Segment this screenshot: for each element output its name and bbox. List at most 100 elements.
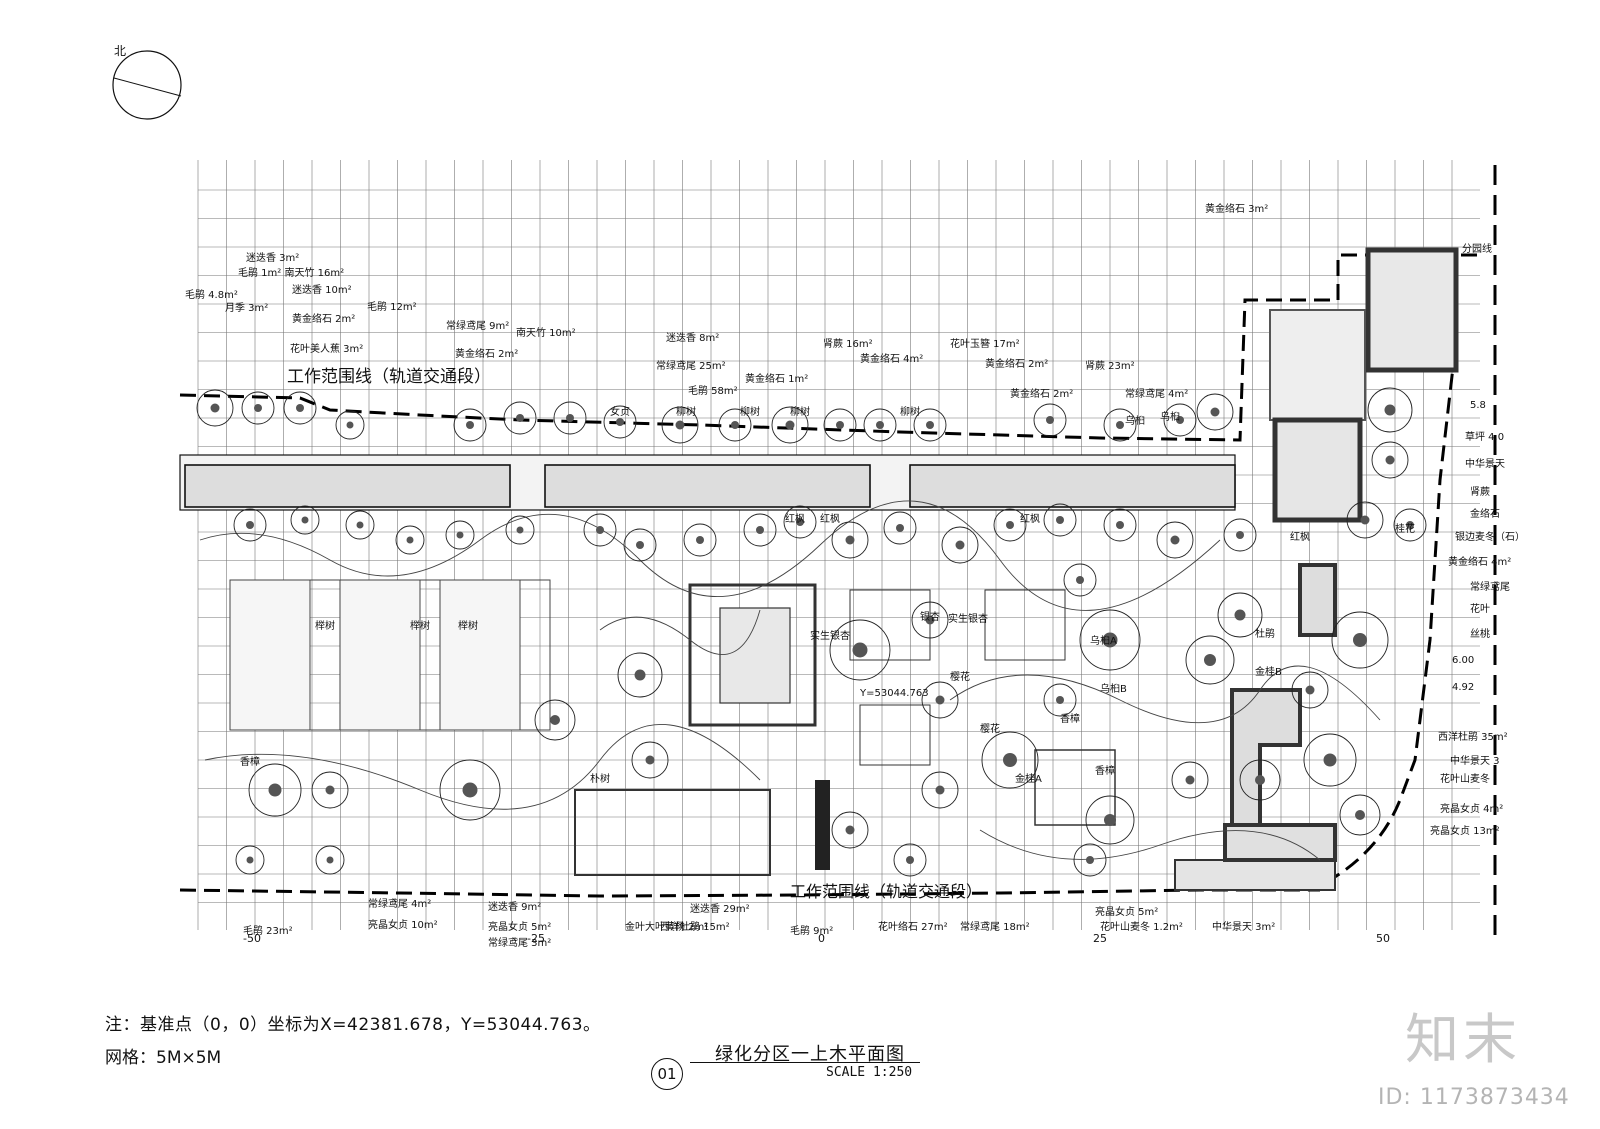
tree-symbol bbox=[534, 699, 576, 741]
tree-symbol bbox=[283, 391, 317, 425]
tree-trunk bbox=[852, 642, 868, 658]
tree-trunk bbox=[1385, 455, 1395, 465]
plant-label: 榉树 bbox=[315, 621, 335, 632]
plant-label: 常绿鸢尾 18m² bbox=[960, 922, 1030, 933]
tree-trunk bbox=[406, 536, 414, 544]
tree-trunk bbox=[462, 782, 478, 798]
plant-label: 樱花 bbox=[950, 672, 970, 683]
plant-label: 西洋杜鹃 15m² bbox=[660, 922, 730, 933]
tree-symbol bbox=[583, 513, 617, 547]
plant-label: 黄金络石 2m² bbox=[985, 359, 1049, 370]
tree-trunk bbox=[1076, 576, 1084, 584]
tree-symbol bbox=[1156, 521, 1194, 559]
tree-symbol bbox=[1103, 508, 1137, 542]
tree-trunk bbox=[1210, 407, 1220, 417]
plant-label: 常绿鸢尾 25m² bbox=[656, 361, 726, 372]
plant-label: 月季 3m² bbox=[225, 303, 269, 314]
drawing-number-badge: 01 bbox=[651, 1058, 683, 1090]
plant-label: 杜鹃 bbox=[1255, 629, 1275, 640]
tree-symbol bbox=[1346, 501, 1384, 539]
tree-trunk bbox=[925, 615, 935, 625]
tree-trunk bbox=[845, 535, 855, 545]
work-boundary-top bbox=[179, 253, 1480, 442]
tree-symbol bbox=[921, 681, 959, 719]
tree-symbol bbox=[883, 511, 917, 545]
plant-label: 亮晶女贞 4m² bbox=[1440, 804, 1504, 815]
plant-label: 4.92 bbox=[1452, 682, 1475, 693]
plant-label: 红枫 bbox=[1290, 532, 1310, 543]
drawing-title: 绿化分区一上木平面图 bbox=[715, 1044, 905, 1065]
tree-symbol bbox=[718, 408, 752, 442]
tree-symbol bbox=[1163, 403, 1197, 437]
tree-symbol bbox=[631, 741, 669, 779]
tree-symbol bbox=[913, 408, 947, 442]
tree-trunk bbox=[596, 526, 604, 534]
tree-trunk bbox=[1185, 775, 1195, 785]
tree-symbol bbox=[241, 391, 275, 425]
planting-curves bbox=[199, 500, 1381, 861]
tree-trunk bbox=[1204, 654, 1216, 666]
plant-label: 花叶玉簪 17m² bbox=[950, 339, 1020, 350]
tree-trunk bbox=[906, 856, 914, 864]
plant-label: 常绿鸢尾 9m² bbox=[446, 321, 510, 332]
tree-symbol bbox=[248, 763, 302, 817]
tree-trunk bbox=[796, 518, 804, 526]
tree-symbol bbox=[1063, 563, 1097, 597]
watermark-id: ID: 1173873434 bbox=[1378, 1085, 1570, 1110]
plant-label: 柳树 bbox=[740, 407, 760, 418]
plant-label: 亮晶女贞 5m² bbox=[488, 922, 552, 933]
tree-symbol bbox=[1339, 794, 1381, 836]
tree-trunk bbox=[566, 414, 574, 422]
tree-trunk bbox=[1234, 609, 1246, 621]
tree-trunk bbox=[210, 403, 220, 413]
plant-label: 实生银杏 bbox=[810, 631, 850, 642]
work-boundary-right bbox=[1329, 349, 1457, 882]
plant-label: 榉树 bbox=[458, 621, 478, 632]
tree-trunk bbox=[1170, 535, 1180, 545]
tree-trunk bbox=[246, 521, 254, 529]
work-boundary-label-top: 工作范围线（轨道交通段） bbox=[287, 367, 491, 387]
plant-label: 中华景天 3m² bbox=[1212, 922, 1276, 933]
tree-symbol bbox=[981, 731, 1039, 789]
tree-symbol bbox=[911, 601, 949, 639]
tree-trunk bbox=[516, 526, 524, 534]
tree-trunk bbox=[935, 695, 945, 705]
tree-symbol bbox=[1043, 503, 1077, 537]
plant-label: 迷迭香 10m² bbox=[292, 285, 352, 296]
tree-trunk bbox=[356, 521, 364, 529]
tree-symbol bbox=[683, 523, 717, 557]
tree-trunk bbox=[645, 755, 655, 765]
tree-symbol bbox=[453, 408, 487, 442]
plant-label: 乌桕 bbox=[1160, 412, 1180, 423]
tree-symbol bbox=[1103, 408, 1137, 442]
tree-symbol bbox=[993, 508, 1027, 542]
tree-symbol bbox=[1291, 671, 1329, 709]
axis-tick: -50 bbox=[243, 932, 261, 945]
tree-trunk bbox=[876, 421, 884, 429]
plant-label: 红枫 bbox=[785, 514, 805, 525]
tree-trunk bbox=[1006, 521, 1014, 529]
left-beds bbox=[229, 579, 551, 731]
coordinate-note: 注：基准点（0，0）坐标为X=42381.678，Y=53044.763。 bbox=[105, 1015, 601, 1035]
tree-symbol bbox=[1393, 508, 1427, 542]
plant-label: 中华景天 3 bbox=[1450, 756, 1500, 767]
plant-label: 乌桕B bbox=[1100, 684, 1127, 695]
plant-label: 迷迭香 8m² bbox=[666, 333, 720, 344]
tree-trunk bbox=[1360, 515, 1370, 525]
tree-symbol bbox=[603, 405, 637, 439]
point-coordinate-label: Y=53044.763 bbox=[860, 688, 929, 699]
plant-label: 常绿鸢尾 4m² bbox=[1125, 389, 1189, 400]
tree-symbol bbox=[1033, 403, 1067, 437]
tree-symbol bbox=[617, 652, 663, 698]
plant-label: 丝桃 bbox=[1470, 629, 1490, 640]
tree-trunk bbox=[1384, 404, 1396, 416]
plant-label: 迷迭香 3m² bbox=[246, 253, 300, 264]
tree-trunk bbox=[326, 856, 334, 864]
plant-label: 花叶山麦冬 bbox=[1440, 774, 1490, 785]
work-boundary-bottom bbox=[179, 888, 1320, 898]
tree-trunk bbox=[268, 783, 282, 797]
tree-trunk bbox=[836, 421, 844, 429]
plant-label: 毛鹃 1m² 南天竹 16m² bbox=[238, 268, 345, 279]
tree-symbol bbox=[445, 520, 475, 550]
tree-trunk bbox=[1046, 416, 1054, 424]
